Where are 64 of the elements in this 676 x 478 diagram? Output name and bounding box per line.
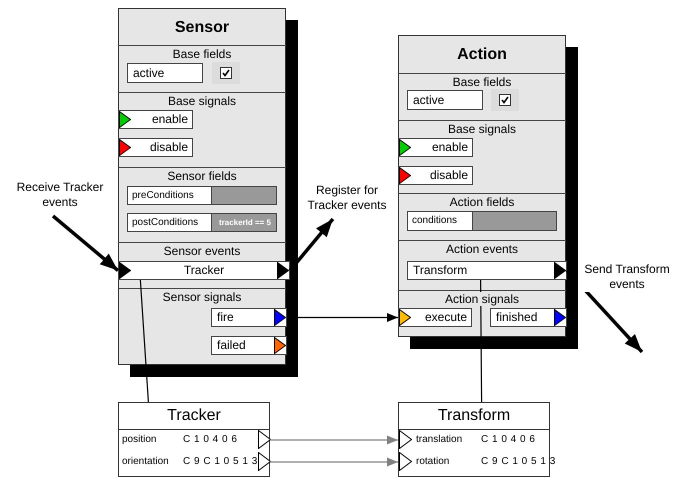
port-name: translation [416,433,462,447]
signal-port [118,110,193,129]
condition-field [127,213,277,232]
panel-title: Sensor [174,19,230,37]
connector-line [480,280,482,402]
signal-port [118,138,193,157]
port-value: C 9 C 1 0 5 1 3 [481,455,556,469]
section-header: Action signals [442,292,522,306]
port-name: position [122,433,156,447]
event-label: Transform [413,262,468,279]
section-header: Action events [444,242,520,256]
signal-port [398,166,473,185]
field-label: conditions [408,212,473,230]
component-title: Tracker [167,407,221,425]
panel-title: Action [457,46,507,64]
arrow [288,218,334,272]
signal-label: failed [217,337,246,354]
port-value: C 1 0 4 0 6 [183,433,238,447]
arrow [270,436,398,444]
port-name: orientation [122,455,169,469]
signal-port [211,336,287,355]
signal-label: enable [152,111,188,128]
signal-label: fire [217,309,234,326]
section-header: Base signals [166,94,238,108]
section-header: Sensor fields [165,169,239,183]
event-row [118,261,290,280]
signal-label: finished [496,309,538,326]
signal-label: disable [150,139,188,156]
section-header: Base fields [450,75,514,89]
signal-port [398,138,473,157]
checkbox [491,89,519,111]
signal-label: disable [430,167,468,184]
annotation-text: Register for Tracker events [300,183,394,219]
section-header: Sensor events [162,244,242,258]
component-box [118,402,270,477]
signal-label: enable [432,139,468,156]
arrow [52,214,120,272]
text-field: active [407,90,483,110]
field-label: preConditions [128,187,212,204]
component-title: Transform [438,407,510,425]
signal-port [490,308,567,327]
section-header: Sensor signals [160,290,244,304]
port-value: C 9 C 1 0 5 1 3 [183,455,258,469]
connector-line [140,280,149,402]
condition-field [407,211,557,231]
checkbox [212,62,240,84]
condition-field [127,186,277,205]
text-field: active [127,63,203,83]
component-panel [398,35,566,337]
signal-label: execute [424,309,467,326]
event-row [407,261,567,280]
section-header: Action fields [448,195,516,209]
signal-port [211,308,287,327]
field-label: postConditions [128,214,212,231]
event-label: Tracker [184,262,224,279]
section-header: Base fields [170,47,234,61]
arrow [270,458,398,466]
port-value: C 1 0 4 0 6 [481,433,536,447]
field-value: trackerId == 5 [218,217,272,229]
arrow [566,269,644,354]
annotation-text: Receive Tracker events [10,180,110,216]
signal-port [398,308,472,327]
section-header: Base signals [446,122,518,136]
port-name: rotation [416,455,450,469]
